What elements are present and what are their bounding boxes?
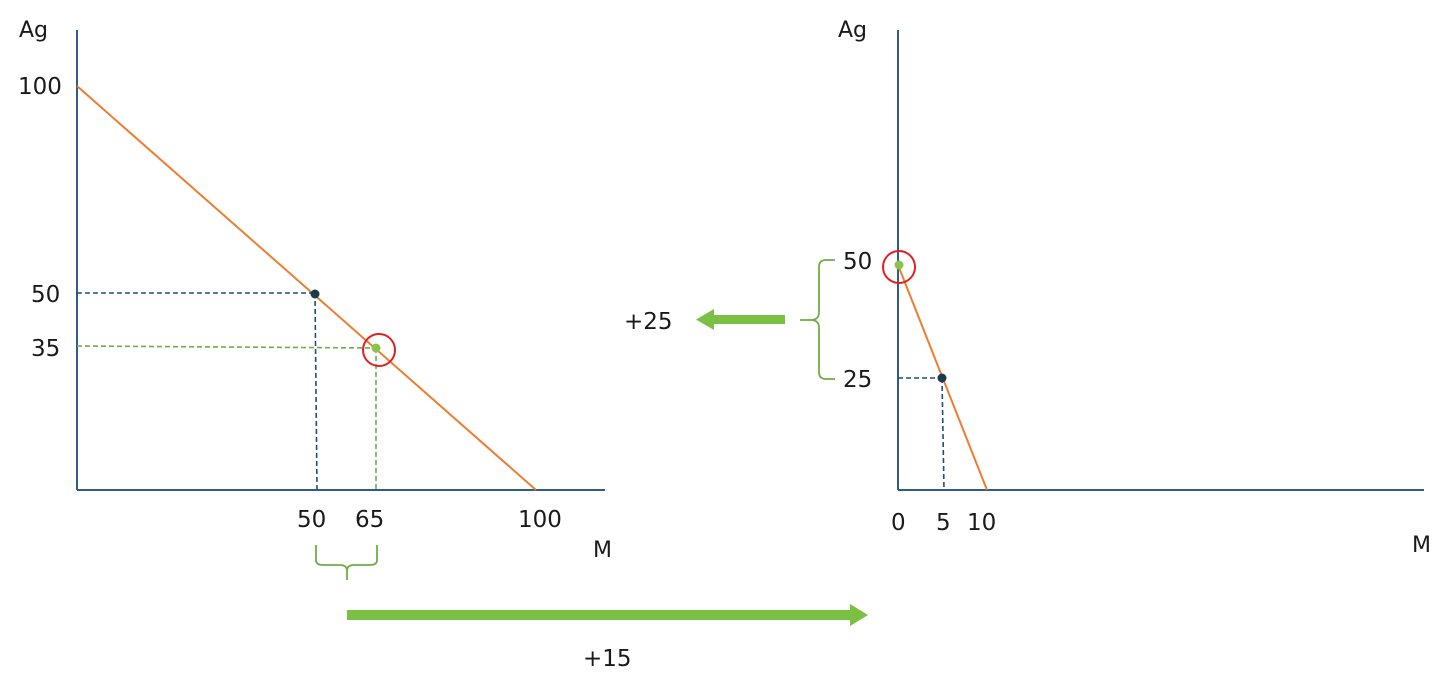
- arrow-right-icon: [347, 604, 868, 626]
- right-x-tick-0: 0: [891, 510, 906, 536]
- right-x-tick-5: 5: [936, 510, 951, 536]
- circle-highlight-icon: [882, 250, 916, 284]
- left-point-original: [310, 289, 320, 299]
- right-y-tick-25: 25: [843, 367, 872, 393]
- left-x-axis-label: M: [593, 538, 612, 563]
- left-point-new: [371, 343, 381, 353]
- left-green-guide-horizontal: [76, 345, 377, 349]
- left-y-tick-100: 100: [18, 74, 62, 100]
- bottom-change-label: +15: [583, 646, 632, 672]
- right-x-axis-label: M: [1412, 533, 1431, 558]
- left-ppf-line: [76, 85, 537, 491]
- left-change-label: +25: [624, 309, 673, 335]
- right-x-tick-10: 10: [967, 510, 996, 536]
- arrow-left-icon: [696, 309, 785, 330]
- right-point-new: [894, 260, 904, 270]
- left-y-tick-35: 35: [31, 336, 60, 362]
- curly-brace-icon: [800, 259, 835, 380]
- left-graph: Ag M 100 50 35 50 65 100: [18, 18, 612, 580]
- curly-brace-icon: [315, 545, 378, 580]
- right-graph: Ag M 50 25 0 5 10: [800, 18, 1431, 558]
- left-blue-guide-vertical: [314, 292, 318, 491]
- left-x-tick-65: 65: [355, 507, 384, 533]
- left-x-tick-100: 100: [518, 507, 562, 533]
- right-point-original: [937, 373, 947, 383]
- left-y-axis-label: Ag: [19, 18, 48, 43]
- right-blue-guide-vertical: [941, 377, 945, 491]
- left-x-tick-50: 50: [297, 507, 326, 533]
- right-y-tick-50: 50: [843, 249, 872, 275]
- left-y-tick-50: 50: [31, 282, 60, 308]
- right-y-axis-label: Ag: [838, 18, 867, 43]
- circle-highlight-icon: [362, 333, 396, 367]
